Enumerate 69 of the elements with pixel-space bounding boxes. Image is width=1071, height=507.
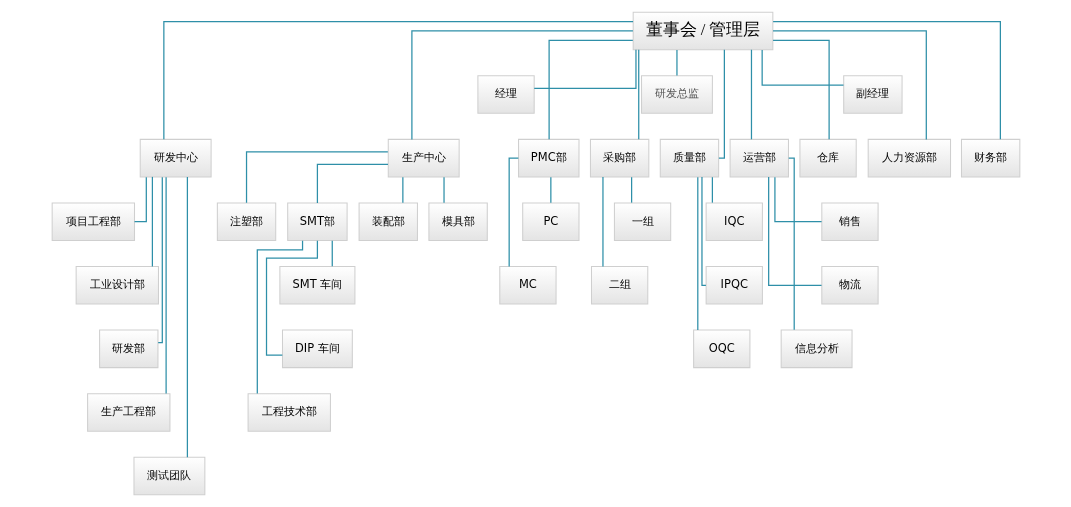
node-box: 仓库: [798, 138, 857, 178]
connector: [265, 240, 318, 356]
connector: [133, 176, 147, 223]
node-box: 运营部: [729, 138, 789, 178]
connector: [711, 176, 713, 204]
node-box: SMT 车间: [278, 266, 355, 305]
connector: [548, 39, 633, 140]
connector: [750, 49, 752, 140]
node-box: 工业设计部: [75, 266, 159, 305]
connector: [696, 176, 698, 331]
connector: [157, 176, 163, 344]
node-box: 模具部: [427, 202, 488, 241]
connector: [771, 30, 927, 140]
connector: [508, 157, 519, 268]
node-box: DIP 车间: [281, 329, 353, 369]
node-box: 经理: [476, 75, 535, 114]
node-box: SMT部: [286, 202, 348, 241]
node-box: 生产中心: [387, 138, 460, 178]
node-box: 信息分析: [780, 329, 853, 369]
node-box: 销售: [820, 202, 879, 241]
connector: [772, 21, 1001, 140]
node-box: 财务部: [960, 138, 1020, 178]
connector: [717, 49, 725, 159]
node-box: PMC部: [517, 138, 579, 178]
connector: [771, 39, 830, 140]
node-box: 研发部: [98, 329, 158, 369]
connector: [410, 30, 634, 140]
connector: [773, 176, 822, 223]
connector: [256, 240, 303, 395]
node-box: 装配部: [358, 202, 418, 241]
connector: [549, 176, 551, 204]
node-box: 工程技术部: [247, 393, 331, 432]
connector: [637, 49, 639, 140]
node-box: MC: [498, 266, 557, 305]
node-box: 研发中心: [139, 138, 212, 178]
connector: [442, 176, 445, 204]
connector: [331, 240, 333, 267]
node-box: 一组: [613, 202, 671, 241]
node-box: 测试团队: [132, 456, 205, 496]
connector: [186, 176, 188, 458]
node-box: 董事会 / 管理层: [632, 11, 773, 51]
node-box: 注塑部: [216, 202, 276, 241]
node-box: 物流: [820, 266, 879, 305]
connector: [316, 163, 389, 204]
node-box: 质量部: [659, 138, 719, 178]
connector: [533, 49, 637, 89]
connector: [761, 49, 844, 86]
node-box: OQC: [692, 329, 750, 369]
connector: [675, 49, 678, 77]
connector: [165, 176, 167, 395]
connector: [401, 176, 403, 204]
node-box: 二组: [590, 266, 648, 305]
node-box: PC: [521, 202, 579, 241]
node-box: IPQC: [705, 266, 763, 305]
node-box: 副经理: [842, 75, 903, 114]
connector: [601, 176, 604, 268]
connector: [767, 176, 822, 286]
node-box: 研发总监: [640, 75, 713, 114]
connector: [162, 21, 634, 140]
connector: [245, 151, 388, 204]
connector: [700, 176, 707, 286]
connector: [151, 176, 153, 268]
node-box: 人力资源部: [867, 138, 951, 178]
node-box: 采购部: [589, 138, 649, 178]
connector: [787, 157, 795, 331]
node-box: IQC: [705, 202, 763, 241]
node-box: 项目工程部: [51, 202, 135, 241]
node-box: 生产工程部: [86, 393, 170, 432]
connector: [630, 176, 632, 204]
